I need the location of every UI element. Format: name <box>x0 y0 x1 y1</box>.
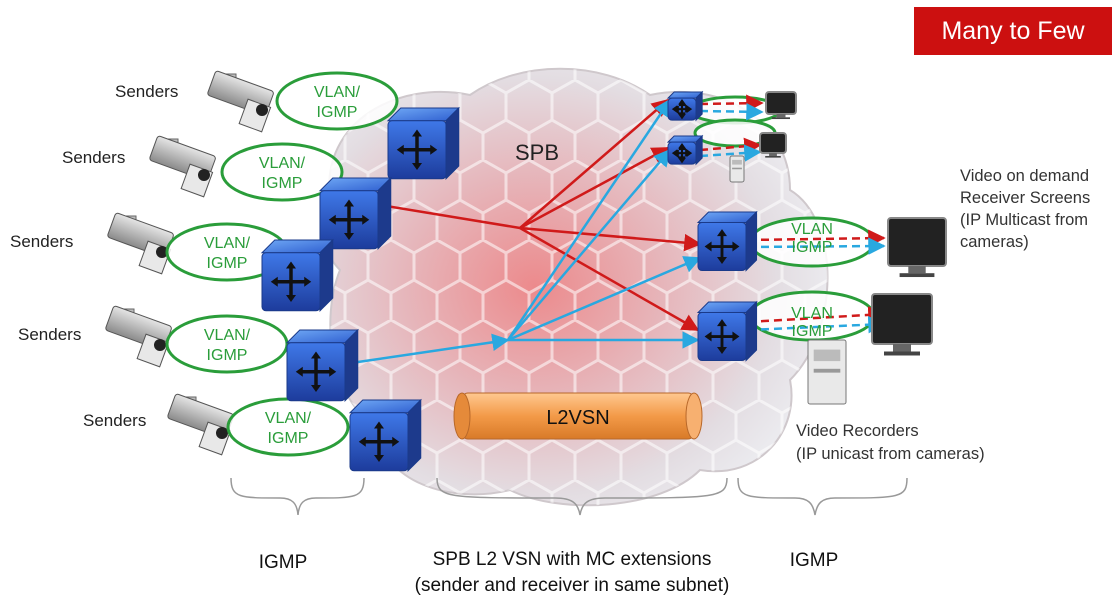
igmp-text: IGMP <box>268 430 309 447</box>
igmp-text: IGMP <box>317 104 358 121</box>
senders-label: Senders <box>115 82 178 101</box>
sender-switch-icon <box>318 176 392 250</box>
unicast-arrow <box>507 148 672 341</box>
receiver-igmp-text: IGMP <box>792 239 833 256</box>
camera-icon <box>107 212 174 275</box>
video-on-demand-label: Video on demand Receiver Screens (IP Mul… <box>960 167 1090 251</box>
vlan-igmp-ellipse <box>220 142 344 202</box>
monitor-icon <box>765 91 797 120</box>
vlan-text: VLAN/ <box>265 410 312 427</box>
camera-icon <box>105 305 172 368</box>
multicast-arrow <box>519 146 670 230</box>
traffic-arrows <box>357 94 886 364</box>
multicast-dashed <box>747 306 886 324</box>
multicast-arrow <box>379 203 521 230</box>
senders-label: Senders <box>83 411 146 430</box>
receiver-vlan-text: VLAN <box>791 221 833 238</box>
camera-icon <box>207 70 274 133</box>
unicast-dashed <box>747 315 886 334</box>
vlan-text: VLAN/ <box>314 84 361 101</box>
receiver-switch-icon <box>696 210 758 272</box>
senders-label: Senders <box>62 148 125 167</box>
sender-switch-icon <box>386 106 460 180</box>
camera-icon <box>167 393 234 456</box>
sender-switch-icon <box>260 238 334 312</box>
multicast-dashed <box>699 94 764 113</box>
bottom-braces <box>230 477 908 516</box>
svg-text:cameras): cameras) <box>960 233 1029 251</box>
multicast-arrow <box>519 226 702 252</box>
camera-icon <box>149 135 216 198</box>
vlan-igmp-ellipse <box>165 314 289 374</box>
sender-switch-icon <box>285 328 359 402</box>
vlan-text: VLAN/ <box>204 235 251 252</box>
many-to-few-badge: Many to Few <box>914 7 1112 55</box>
senders-label: Senders <box>10 232 73 251</box>
spb-label: SPB <box>515 140 559 165</box>
receiver-switch-icon <box>666 90 704 122</box>
vlan-text: VLAN/ <box>204 327 251 344</box>
multicast-dashed <box>699 137 762 156</box>
svg-text:Video on demand: Video on demand <box>960 167 1089 185</box>
bottom-center-line1: SPB L2 VSN with MC extensions <box>433 549 712 570</box>
sender-cameras <box>105 70 274 456</box>
igmp-text: IGMP <box>262 175 303 192</box>
svg-text:(IP unicast from cameras): (IP unicast from cameras) <box>796 445 985 463</box>
l2vsn-label: L2VSN <box>546 407 609 429</box>
monitor-icon <box>759 132 787 158</box>
video-recorders-label: Video Recorders (IP unicast from cameras… <box>796 422 985 463</box>
unicast-arrow <box>506 98 672 341</box>
spb-switches <box>260 90 758 472</box>
bottom-igmp-left: IGMP <box>259 552 308 573</box>
multicast-arrow <box>519 226 700 332</box>
receiver-vlan-text: VLAN <box>791 305 833 322</box>
receiver-switch-icon <box>666 134 704 166</box>
senders-label: Senders <box>18 325 81 344</box>
unicast-dashed <box>699 144 762 162</box>
bottom-center-line2: (sender and receiver in same subnet) <box>415 575 730 596</box>
igmp-text: IGMP <box>207 347 248 364</box>
bottom-igmp-right: IGMP <box>790 550 839 571</box>
unicast-arrow <box>507 256 702 342</box>
unicast-dashed <box>699 102 764 121</box>
multicast-arrow <box>519 98 670 229</box>
video-recorder-icon <box>729 155 745 183</box>
receiver-switch-icon <box>696 300 758 362</box>
unicast-arrow <box>357 333 510 364</box>
vlan-igmp-ellipse <box>275 71 399 131</box>
monitor-icon <box>871 293 933 356</box>
vlan-text: VLAN/ <box>259 155 306 172</box>
spb-cloud <box>322 67 829 507</box>
svg-text:Receiver Screens: Receiver Screens <box>960 189 1090 207</box>
receiver-igmp-text: IGMP <box>792 323 833 340</box>
vlan-texts: VLAN/IGMPVLAN/IGMPVLAN/IGMPVLAN/IGMPVLAN… <box>204 84 833 447</box>
svg-text:(IP Multicast from: (IP Multicast from <box>960 211 1088 229</box>
l2vsn-pipe <box>453 392 703 440</box>
igmp-text: IGMP <box>207 255 248 272</box>
svg-text:Video Recorders: Video Recorders <box>796 422 919 440</box>
receiver-devices <box>729 91 947 405</box>
unicast-dashed <box>747 237 886 255</box>
monitor-icon <box>887 217 947 278</box>
video-recorder-icon <box>807 339 847 405</box>
sender-switch-icon <box>348 398 422 472</box>
multicast-dashed <box>747 229 886 247</box>
